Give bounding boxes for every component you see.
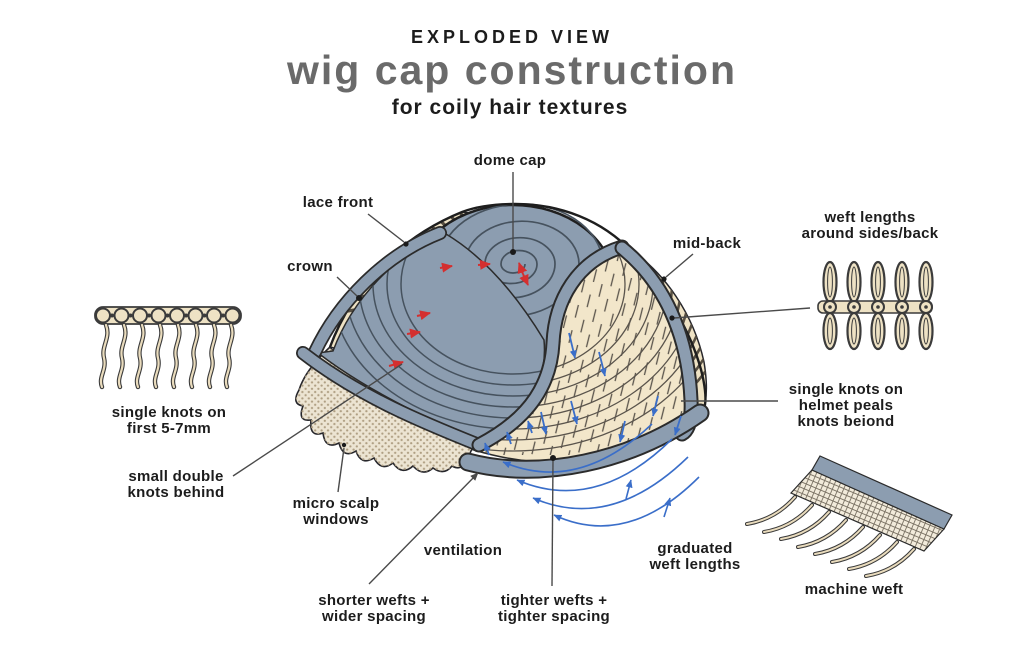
label-micro-scalp-windows: micro scalp windows bbox=[292, 495, 380, 528]
label-lace-front: lace front bbox=[302, 194, 374, 211]
seam-bands bbox=[296, 226, 710, 479]
label-ventilation: ventilation bbox=[423, 542, 503, 559]
label-crown: crown bbox=[287, 258, 333, 275]
blue-weft-arrows bbox=[484, 332, 682, 456]
machine-weft-illustration bbox=[745, 455, 953, 578]
red-direction-arrows bbox=[388, 259, 529, 370]
page-title: wig cap construction bbox=[286, 47, 738, 93]
label-mid-back: mid-back bbox=[672, 235, 742, 252]
graduated-weft-arcs bbox=[502, 423, 700, 527]
label-graduated-weft-lengths: graduated weft lengths bbox=[649, 540, 741, 573]
label-helmet-knots: single knots on helmet peals knots beion… bbox=[788, 381, 904, 430]
label-machine-weft: machine weft bbox=[804, 581, 904, 598]
label-tighter-wefts: tighter wefts + tighter spacing bbox=[497, 592, 611, 625]
label-small-double-knots: small double knots behind bbox=[127, 468, 225, 501]
label-single-knots: single knots on first 5-7mm bbox=[111, 404, 227, 437]
label-dome-cap: dome cap bbox=[473, 152, 547, 169]
label-shorter-wefts: shorter wefts + wider spacing bbox=[318, 592, 430, 625]
title-kicker: EXPLODED VIEW bbox=[410, 27, 614, 47]
leader-dots bbox=[341, 241, 675, 461]
title-subtitle: for coily hair textures bbox=[391, 96, 629, 119]
label-weft-lengths: weft lengths around sides/back bbox=[801, 209, 939, 242]
single-knots-illustration bbox=[94, 306, 242, 390]
loop-weft-illustration bbox=[817, 260, 934, 351]
leader-lines bbox=[232, 172, 811, 587]
